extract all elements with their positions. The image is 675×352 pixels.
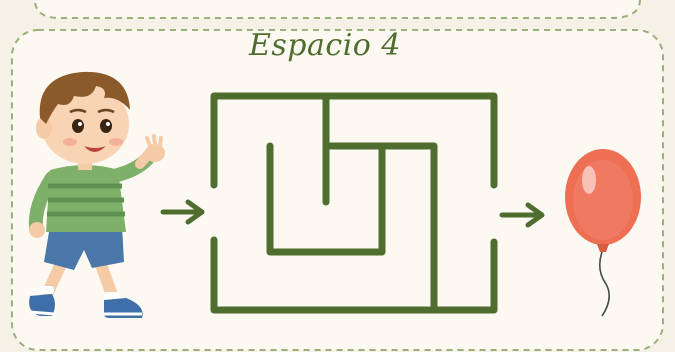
boy-icon [28, 71, 165, 318]
left-shoe [29, 294, 55, 316]
main-panel [11, 29, 664, 351]
balloon-icon [565, 149, 641, 317]
maze-outer-wall-bottom [210, 236, 498, 314]
boy-shorts [44, 226, 124, 270]
boy-waving-hand [145, 144, 165, 162]
arrow-right-icon [160, 199, 205, 225]
maze [210, 92, 498, 314]
page-title: Espacio 4 [249, 28, 401, 63]
maze-outer-wall [210, 92, 498, 189]
boy-hair [39, 71, 130, 124]
arrow-right-icon [499, 202, 545, 228]
top-panel-edge [34, 0, 641, 19]
maze-inner-wall [266, 142, 438, 314]
